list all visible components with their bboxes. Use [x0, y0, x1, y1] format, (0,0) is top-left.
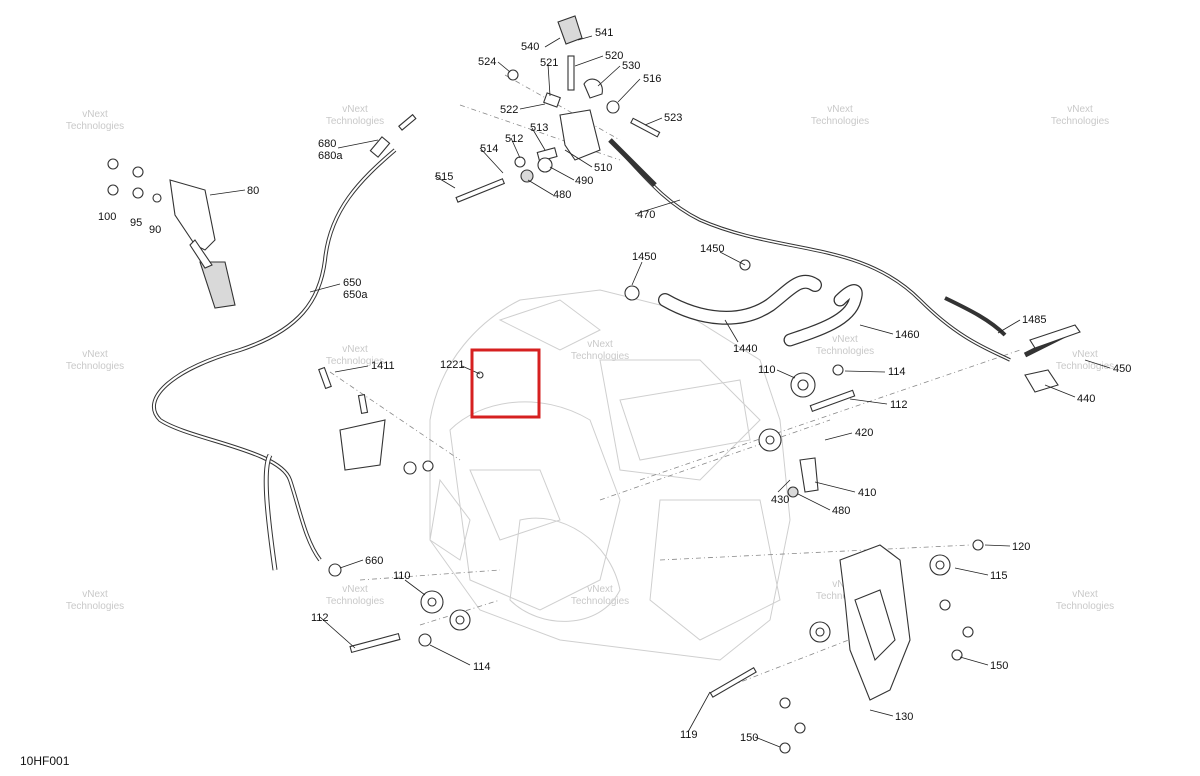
watermark-line2: Technologies: [1051, 116, 1109, 127]
callout-1411: 1411: [371, 360, 395, 372]
callout-530: 530: [622, 60, 640, 72]
watermark-line1: vNext: [1067, 104, 1093, 115]
callout-114-right: 114: [888, 366, 906, 378]
callout-524: 524: [478, 56, 496, 68]
callout-480-right: 480: [832, 505, 850, 517]
watermark-line2: Technologies: [571, 596, 629, 607]
callout-660: 660: [365, 555, 383, 567]
watermark-line1: vNext: [1072, 349, 1098, 360]
callout-650a: 650a: [343, 289, 368, 301]
callout-440: 440: [1077, 393, 1095, 405]
watermark-line2: Technologies: [1056, 361, 1114, 372]
callout-90: 90: [149, 224, 161, 236]
callout-1221: 1221: [440, 359, 464, 371]
callout-1450-a: 1450: [632, 251, 656, 263]
watermark-line1: vNext: [587, 339, 613, 350]
throttle-cable-650: [152, 148, 397, 571]
callout-110-right: 110: [758, 364, 776, 376]
highlight-box: [470, 348, 541, 419]
callout-450: 450: [1113, 363, 1131, 375]
watermark-line2: Technologies: [1056, 601, 1114, 612]
watermark-line2: Technologies: [66, 361, 124, 372]
watermark-line2: Technologies: [66, 601, 124, 612]
throttle-pedal-80: [107, 158, 236, 309]
callout-420: 420: [855, 427, 873, 439]
watermark-line2: Technologies: [326, 596, 384, 607]
coolant-hoses: [658, 274, 863, 347]
callout-514: 514: [480, 143, 498, 155]
shift-lever-assembly: [455, 15, 661, 203]
drive-components: [318, 113, 1081, 754]
callout-480-top: 480: [553, 189, 571, 201]
callout-leader-lines: [209, 35, 1111, 748]
watermark-line1: vNext: [1072, 589, 1098, 600]
callout-540: 540: [521, 41, 539, 53]
callout-470: 470: [637, 209, 655, 221]
watermark-line2: Technologies: [326, 116, 384, 127]
watermark-line1: vNext: [832, 334, 858, 345]
callout-112-left: 112: [311, 612, 329, 624]
callout-130: 130: [895, 711, 913, 723]
callout-510: 510: [594, 162, 612, 174]
callout-112-right: 112: [890, 399, 908, 411]
watermark-line2: Technologies: [571, 351, 629, 362]
watermark-line2: Technologies: [66, 121, 124, 132]
watermark-line2: Technologies: [811, 116, 869, 127]
callout-1460: 1460: [895, 329, 919, 341]
callout-513: 513: [530, 122, 548, 134]
watermark-line1: vNext: [82, 349, 108, 360]
watermark-line1: vNext: [342, 584, 368, 595]
callout-520: 520: [605, 50, 623, 62]
watermark-line1: vNext: [82, 589, 108, 600]
callout-114-left: 114: [473, 661, 491, 673]
callout-95: 95: [130, 217, 142, 229]
callout-515: 515: [435, 171, 453, 183]
engine-block-outline: [429, 289, 791, 661]
callout-1485: 1485: [1022, 314, 1046, 326]
callout-410: 410: [858, 487, 876, 499]
callout-650: 650: [343, 277, 361, 289]
callout-80: 80: [247, 185, 259, 197]
watermark-line1: vNext: [342, 344, 368, 355]
callout-150-right: 150: [990, 660, 1008, 672]
callout-labels: 540 541 524 521 520 530 516 522 513 512 …: [98, 27, 1131, 744]
callout-430: 430: [771, 494, 789, 506]
callout-516: 516: [643, 73, 661, 85]
callout-490: 490: [575, 175, 593, 187]
watermark-line2: Technologies: [816, 346, 874, 357]
callout-512: 512: [505, 133, 523, 145]
callout-150-bottom: 150: [740, 732, 758, 744]
watermark-line2: Technologies: [326, 356, 384, 367]
callout-523: 523: [664, 112, 682, 124]
watermark-line1: vNext: [82, 109, 108, 120]
diagram-code: 10HF001: [20, 754, 70, 768]
callout-680: 680: [318, 138, 336, 150]
callout-1440: 1440: [733, 343, 757, 355]
watermark-line1: vNext: [342, 104, 368, 115]
watermark-line1: vNext: [827, 104, 853, 115]
callout-119: 119: [680, 729, 698, 741]
shift-cable-470: [608, 138, 1077, 362]
callout-110-left: 110: [393, 570, 411, 582]
callout-1450-b: 1450: [700, 243, 724, 255]
watermark-line1: vNext: [587, 584, 613, 595]
callout-522: 522: [500, 104, 518, 116]
callout-100: 100: [98, 211, 116, 223]
callout-541: 541: [595, 27, 613, 39]
callout-120: 120: [1012, 541, 1030, 553]
callout-680a: 680a: [318, 150, 343, 162]
callout-115: 115: [990, 570, 1008, 582]
callout-521: 521: [540, 57, 558, 69]
